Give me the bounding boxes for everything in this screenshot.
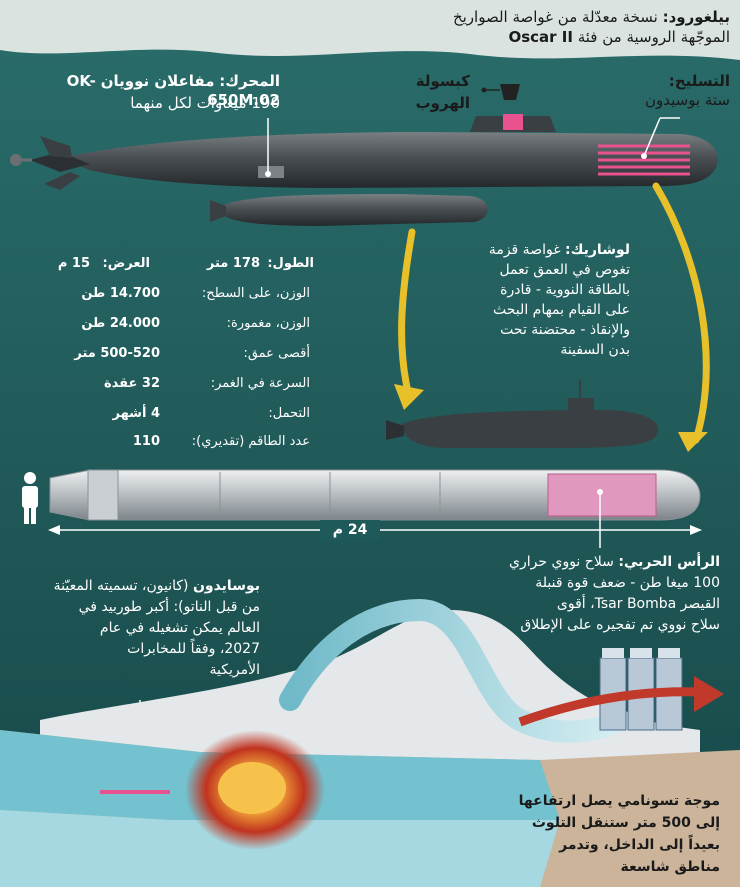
yellow-arrows [398,182,710,444]
tsunami-line: بعيداً إلى الداخل، وتدمر [559,837,720,853]
losharik-line: والإنقاذ - محتضنة تحت [500,322,630,338]
spec-value: 14.700 طن [81,286,160,301]
spec-label: عدد الطاقم (تقديري): [191,434,310,449]
header-title: نسخة معدّلة من غواصة الصواريخ [452,8,658,26]
tsunami-scene [0,598,740,887]
warhead-block: الرأس الحربي: سلاح نووي حراري 100 ميغا ط… [410,552,720,636]
spec-value: 32 عقدة [103,376,160,391]
engine-label: المحرك: [219,72,280,90]
losharik-block: لوشاريك: غواصة قزمة تغوص في العمق تعمل ب… [430,240,630,360]
tsunami-line: موجة تسونامي يصل ارتفاعها [518,793,720,809]
warhead-line: سلاح نووي حراري [509,554,614,570]
engine-power: 190 ميغاوات لكل منهما [130,94,280,112]
header-class-name: Oscar II [508,28,573,46]
warhead-line: سلاح نووي تم تفجيره على الإطلاق [520,617,720,633]
escape-capsule-line2: الهروب [415,94,470,112]
poseidon-info-line: 2027، وفقاً للمخابرات [127,641,260,657]
poseidon-info-line: من قبل الناتو): أكبر طوربيد في [78,599,260,615]
spec-width-label: العرض: [102,256,150,271]
spec-value: 500-520 متر [74,346,160,361]
spec-label: التحمل: [268,406,310,421]
human-figure [22,472,38,524]
warhead-line: القيصر Tsar Bomba، أقوى [556,596,720,612]
losharik-mini-sub [210,194,488,226]
sky-band [0,0,740,60]
spec-label: أقصى عمق: [243,346,310,361]
losharik-line: غواصة قزمة [488,242,561,258]
losharik-line: تغوص في العمق تعمل [499,262,630,278]
spec-width-value: 15 م [57,256,90,271]
spec-value: 4 أشهر [112,406,160,421]
losharik-label: لوشاريك: [564,242,630,258]
escape-capsule-marker [503,114,523,130]
belgorod-submarine [10,114,718,190]
losharik-side-sub [386,380,659,448]
poseidon-torpedo [49,469,701,521]
spec-value: 24.000 طن [81,316,160,331]
losharik-line: على القيام بمهام البحث [493,302,630,318]
losharik-line: بالطاقة النووية - قادرة [500,282,630,298]
spec-label: الوزن، على السطح: [201,286,310,301]
spec-value: 110 [132,434,160,449]
poseidon-info-line: الأمريكية [209,662,260,678]
tsunami-line: مناطق شاسعة [620,859,720,875]
armament-desc: ستة بوسيدون [644,91,730,109]
warhead-label: الرأس الحربي: [618,554,720,570]
header-line2: الموجّهة الروسية من فئة [577,28,730,46]
red-arrow [518,687,701,727]
poseidon-info-block: بوسايدون (كانيون، تسميته المعيّنة من قبل… [30,576,260,681]
warhead-section [547,473,657,517]
spec-label: الوزن، مغمورة: [226,316,310,331]
capsule-icon [500,84,520,100]
poseidon-length: 24 م [332,522,368,538]
poseidon-info-label: بوسايدون [192,578,260,594]
header-title-bold: بيلغورود: [662,8,730,26]
losharik-line: بدن السفينة [560,342,630,358]
escape-capsule-line1: كبسولة [415,72,470,90]
spec-length-value: 178 متر [206,256,260,271]
poseidon-info-line: (كانيون، تسميته المعيّنة [53,578,189,594]
engine-desc: مفاعلان نوويان [100,72,215,90]
poseidon-info-line: العالم يمكن تشغيله في عام [99,620,260,636]
warhead-line: 100 ميغا طن - ضعف قوة قنبلة [535,575,720,591]
spec-label: السرعة في الغمر: [210,376,310,391]
tsunami-block: موجة تسونامي يصل ارتفاعها إلى 500 متر ست… [480,790,720,878]
engine-model: OK-650M.02 [66,72,280,109]
armament-label: التسليح: [668,72,730,90]
spec-length-label: الطول: [267,256,314,271]
tsunami-line: إلى 500 متر ستنقل التلوث [531,815,720,831]
